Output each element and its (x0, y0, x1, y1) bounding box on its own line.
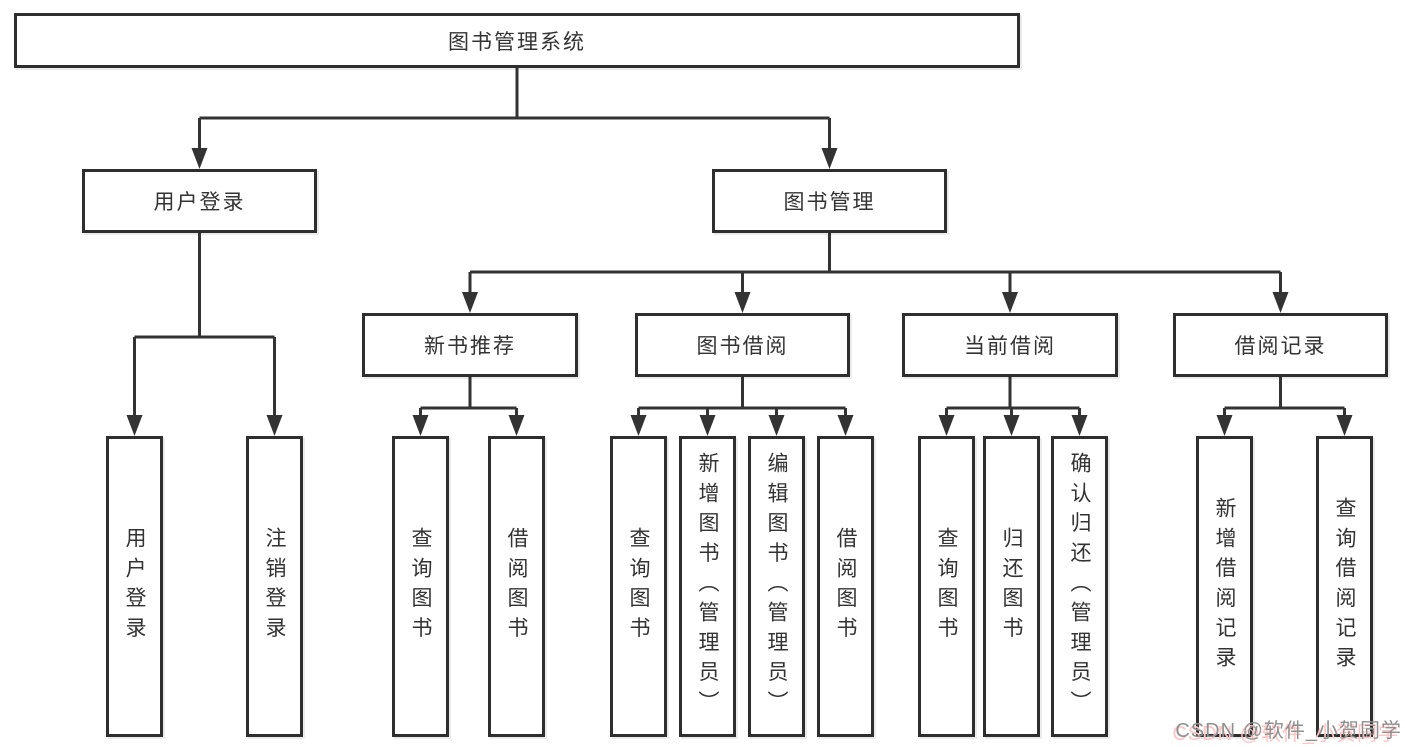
leaf-label: 借阅图书 (834, 526, 857, 647)
node-current-borrow: 当前借阅 (902, 313, 1118, 377)
connector-user-login-to-leaves (133, 233, 276, 419)
node-book-borrow: 图书借阅 (635, 313, 850, 377)
node-book-management: 图书管理 (712, 169, 947, 233)
leaf-label: 归还图书 (1000, 526, 1023, 647)
connector-new-book-recommend-to-leaves (419, 377, 518, 419)
node-leaf-query-books-current: 查询图书 (918, 436, 975, 737)
arrowheads (126, 148, 1353, 436)
node-leaf-add-books-admin: 新增图书（管理员） (679, 436, 736, 737)
leaf-label: 新增借阅记录 (1213, 497, 1236, 676)
node-leaf-confirm-return-admin: 确认归还（管理员） (1051, 436, 1108, 737)
leaf-label: 编辑图书（管理员） (765, 452, 788, 721)
connector-book-management-to-level3 (468, 233, 1282, 296)
leaf-label: 用户登录 (123, 526, 146, 647)
node-leaf-query-books-recommend: 查询图书 (392, 436, 449, 737)
leaf-label: 查询借阅记录 (1333, 497, 1356, 676)
connector-root-to-level2 (198, 68, 831, 152)
node-leaf-add-borrow-record: 新增借阅记录 (1196, 436, 1253, 737)
leaf-label: 确认归还（管理员） (1068, 452, 1091, 721)
node-user-login: 用户登录 (82, 169, 317, 233)
connector-borrow-records-to-leaves (1223, 377, 1346, 419)
leaf-label: 新增图书（管理员） (696, 452, 719, 721)
node-leaf-borrow-books-recommend: 借阅图书 (488, 436, 545, 737)
leaf-label: 查询图书 (627, 526, 650, 647)
node-leaf-borrow-books: 借阅图书 (817, 436, 874, 737)
csdn-watermark: CSDN @软件_小贺同学 (1175, 720, 1402, 742)
node-new-book-recommend: 新书推荐 (362, 313, 578, 377)
node-root-library-management-system: 图书管理系统 (14, 13, 1020, 68)
leaf-label: 注销登录 (263, 526, 286, 647)
node-borrow-records: 借阅记录 (1173, 313, 1388, 377)
node-leaf-user-login: 用户登录 (106, 436, 163, 737)
leaf-label: 查询图书 (935, 526, 958, 647)
node-leaf-logout: 注销登录 (246, 436, 303, 737)
node-leaf-query-borrow-record: 查询借阅记录 (1316, 436, 1373, 737)
node-leaf-query-books-borrow: 查询图书 (610, 436, 667, 737)
leaf-label: 查询图书 (409, 526, 432, 647)
connector-book-borrow-to-leaves (637, 377, 847, 419)
connector-current-borrow-to-leaves (945, 377, 1081, 419)
node-leaf-edit-books-admin: 编辑图书（管理员） (748, 436, 805, 737)
node-leaf-return-books: 归还图书 (983, 436, 1040, 737)
leaf-label: 借阅图书 (505, 526, 528, 647)
